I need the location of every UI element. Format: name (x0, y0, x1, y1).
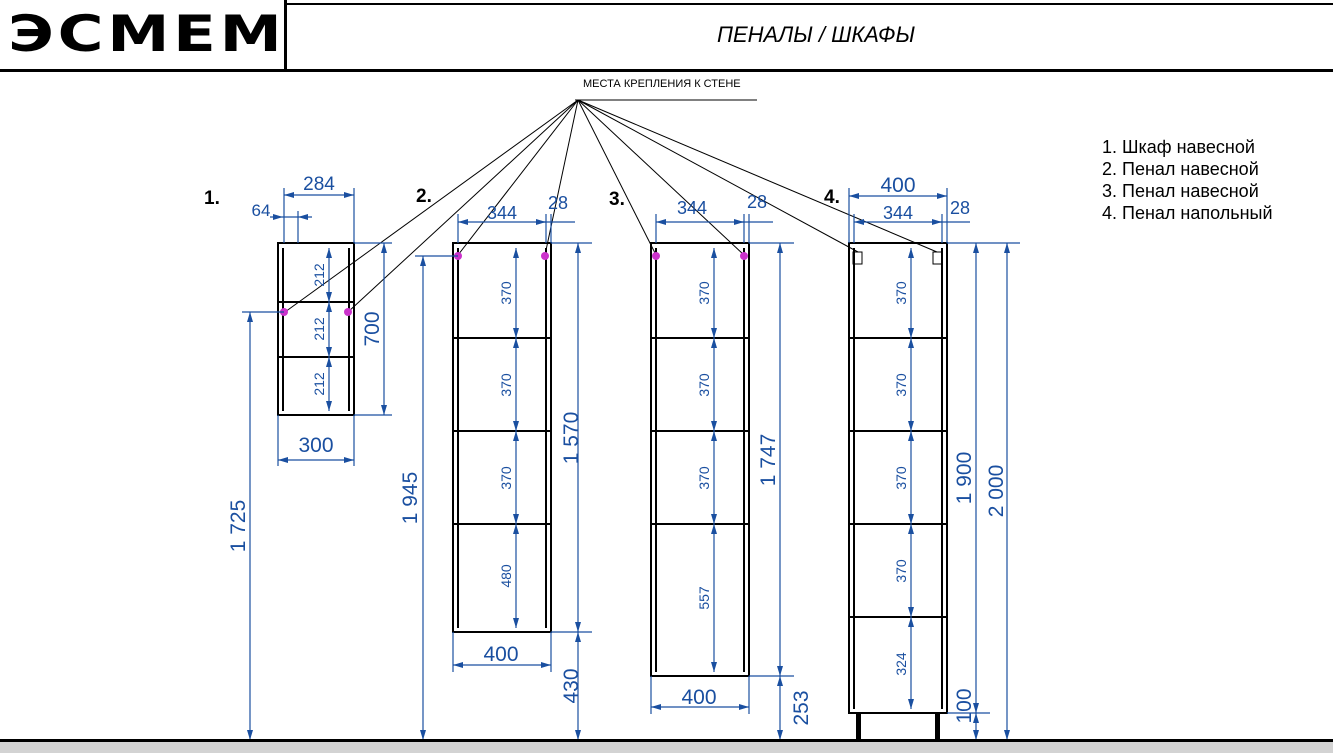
dim-label: 212 (311, 317, 327, 341)
cabinet-3-mount-points (652, 252, 748, 260)
dim-label: 370 (893, 466, 909, 490)
dimension-lines (242, 188, 1020, 740)
dim-label: 370 (696, 373, 712, 397)
dim-label: 370 (893, 281, 909, 305)
legend-item: 2. Пенал навесной (1102, 159, 1259, 179)
legend: 1. Шкаф навесной 2. Пенал навесной 3. Пе… (1102, 136, 1273, 224)
floor-strip (0, 739, 1333, 753)
header-rule (0, 69, 1333, 72)
dim-label: 370 (893, 559, 909, 583)
dim-label: 1 725 (227, 500, 250, 553)
item-number-4: 4. (824, 187, 840, 208)
header-top-rule (286, 3, 1333, 5)
dim-label: 400 (483, 643, 518, 666)
dim-label: 100 (953, 688, 976, 723)
cabinet-4 (848, 242, 948, 739)
page-title: ПЕНАЛЫ / ШКАФЫ (717, 22, 915, 47)
dim-label: 2 000 (985, 465, 1008, 518)
cabinet-4-mount-brackets (852, 251, 943, 265)
cabinet-2 (452, 242, 552, 633)
dim-label: 1 570 (560, 412, 583, 465)
dim-label: 324 (893, 652, 909, 676)
dim-label: 344 (677, 198, 707, 218)
cabinet-3-body (650, 242, 750, 677)
cabinet-1-body (277, 242, 355, 416)
legend-item: 4. Пенал напольный (1102, 203, 1273, 223)
dim-label: 28 (548, 193, 568, 213)
dim-label: 300 (298, 434, 333, 457)
cabinet-4-body (848, 242, 948, 714)
dim-label: 1 747 (757, 434, 780, 487)
dimension-labels: 284 64 300 700 212 212 212 1 725 344 28 … (227, 174, 1008, 726)
legend-item: 3. Пенал навесной (1102, 181, 1259, 201)
item-number-2: 2. (416, 186, 432, 207)
dim-label: 1 900 (953, 452, 976, 505)
cabinet-2-mount-points (454, 252, 549, 260)
dim-label: 400 (880, 174, 915, 197)
mount-points-label: МЕСТА КРЕПЛЕНИЯ К СТЕНЕ (583, 78, 741, 90)
dim-label: 28 (747, 192, 767, 212)
dim-label: 253 (790, 690, 813, 725)
item-number-1: 1. (204, 188, 220, 209)
dim-label: 284 (303, 174, 335, 195)
dim-label: 64 (252, 201, 271, 220)
dim-label: 430 (560, 668, 583, 703)
dimension-arrows (247, 192, 1010, 740)
header: ЭСМЕМ ПЕНАЛЫ / ШКАФЫ (0, 0, 1333, 72)
cabinet-1-mount-points (280, 308, 352, 316)
cabinet-3 (650, 242, 750, 677)
dim-label: 400 (681, 686, 716, 709)
cabinet-4-legs (856, 713, 940, 739)
dim-label: 1 945 (399, 472, 422, 525)
dim-label: 370 (498, 281, 514, 305)
dim-label: 212 (311, 372, 327, 396)
cabinet-2-body (452, 242, 552, 633)
dim-label: 212 (311, 263, 327, 287)
dim-label: 344 (487, 203, 517, 223)
cabinet-1 (277, 242, 355, 416)
dim-label: 700 (361, 311, 384, 346)
dim-label: 370 (696, 466, 712, 490)
dim-label: 480 (498, 564, 514, 588)
dim-label: 370 (893, 373, 909, 397)
legend-item: 1. Шкаф навесной (1102, 137, 1255, 157)
dim-label: 344 (883, 203, 913, 223)
dim-label: 370 (498, 373, 514, 397)
item-number-3: 3. (609, 189, 625, 210)
dim-label: 370 (498, 466, 514, 490)
dim-label: 28 (950, 198, 970, 218)
brand-logo: ЭСМЕМ (8, 5, 286, 63)
dim-label: 557 (696, 586, 712, 610)
dim-label: 370 (696, 281, 712, 305)
mount-leader-lines (284, 99, 938, 313)
logo-box: ЭСМЕМ (0, 0, 287, 70)
